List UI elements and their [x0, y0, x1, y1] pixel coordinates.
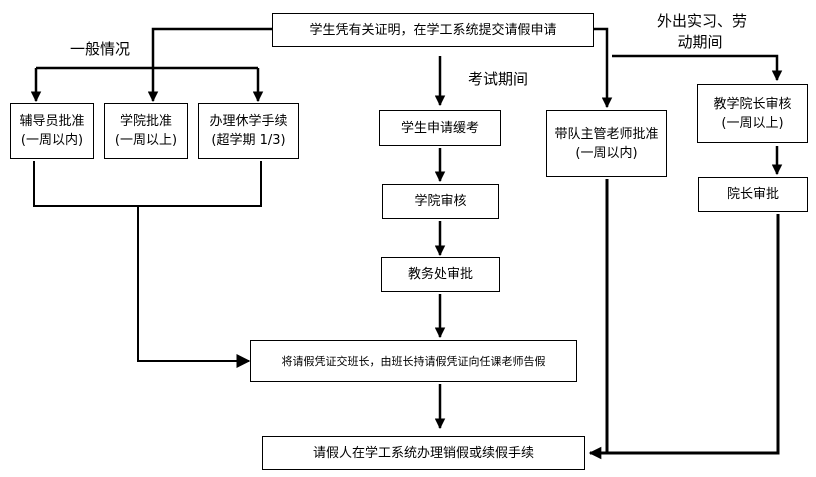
- connector-submit-to-dean: [612, 54, 783, 82]
- dean-review-title: 教学院长审核: [713, 96, 792, 112]
- president-approval-box: 院长审批: [698, 177, 808, 212]
- counselor-approval-note: (一周以内): [20, 133, 84, 148]
- connector-submit-to-college: [147, 27, 272, 103]
- defer-exam-text: 学生申请缓考: [400, 120, 479, 136]
- hand-over-text: 将请假凭证交班长，由班长持请假凭证向任课老师告假: [281, 354, 546, 368]
- submit-request-text: 学生凭有关证明，在学工系统提交请假申请: [309, 22, 557, 38]
- counselor-approval-box: 辅导员批准 (一周以内): [10, 103, 94, 159]
- final-procedure-text: 请假人在学工系统办理销假或续假手续: [312, 445, 534, 461]
- suspension-note: (超学期 1/3): [211, 133, 286, 148]
- college-approval-note: (一周以上): [114, 133, 178, 148]
- college-approval-title: 学院批准: [119, 114, 172, 129]
- exam-period-label: 考试期间: [467, 70, 528, 88]
- internship-label-line1: 外出实习、劳: [656, 12, 747, 30]
- submit-request-box: 学生凭有关证明，在学工系统提交请假申请: [272, 13, 594, 47]
- connector-general-merge: [33, 161, 262, 207]
- academic-approval-text: 教务处审批: [407, 267, 473, 282]
- college-review-text: 学院审核: [414, 194, 467, 209]
- supervisor-approval-note: (一周以内): [575, 145, 638, 161]
- final-procedure-box: 请假人在学工系统办理销假或续假手续: [262, 436, 585, 470]
- president-approval-text: 院长审批: [726, 187, 779, 202]
- college-approval-box: 学院批准 (一周以上): [104, 103, 188, 159]
- suspension-box: 办理休学手续 (超学期 1/3): [198, 103, 299, 159]
- dean-review-note: (一周以上): [721, 115, 784, 131]
- college-review-box: 学院审核: [382, 184, 499, 219]
- hand-over-box: 将请假凭证交班长，由班长持请假凭证向任课老师告假: [250, 340, 577, 382]
- connector-submit-to-supervisor: [594, 27, 613, 109]
- academic-approval-box: 教务处审批: [381, 257, 500, 292]
- general-case-label: 一般情况: [69, 40, 130, 58]
- dean-review-box: 教学院长审核 (一周以上): [697, 84, 808, 143]
- suspension-title: 办理休学手续: [209, 114, 288, 129]
- internship-label-line2: 动期间: [677, 33, 723, 51]
- defer-exam-box: 学生申请缓考: [379, 110, 501, 146]
- counselor-approval-title: 辅导员批准: [19, 114, 85, 129]
- supervisor-approval-box: 带队主管老师批准 (一周以内): [546, 110, 667, 177]
- connector-president-to-final: [588, 214, 780, 460]
- connector-merge-to-handover: [137, 206, 251, 368]
- supervisor-approval-title: 带队主管老师批准: [554, 126, 659, 142]
